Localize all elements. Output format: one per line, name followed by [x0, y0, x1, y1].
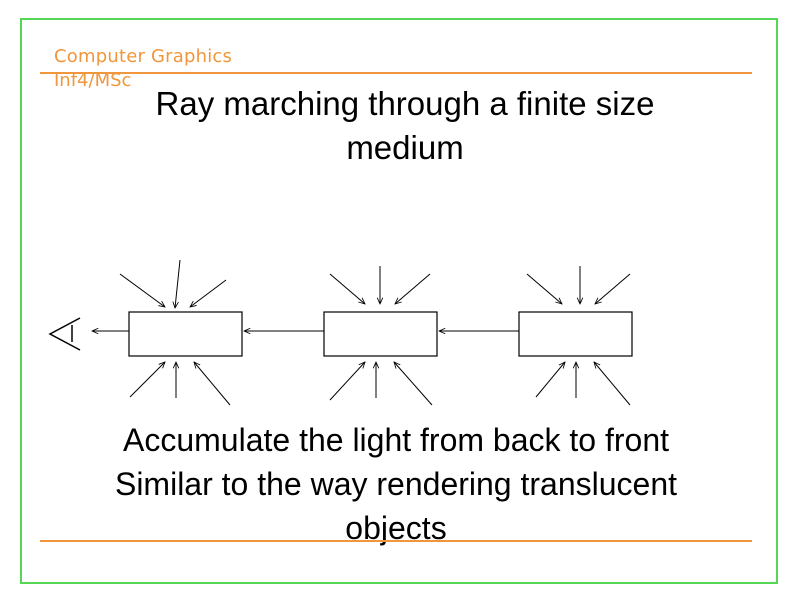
course-title: Computer Graphics: [54, 46, 233, 67]
incoming-light-cell-3: [526, 266, 631, 406]
medium-cell-1: [128, 311, 243, 357]
body-line-3: objects: [345, 510, 447, 546]
eye-icon: [48, 317, 81, 351]
slide-body: Accumulate the light from back to front …: [40, 418, 752, 550]
slide-title-line-2: medium: [346, 129, 464, 166]
medium-cell-2: [323, 311, 438, 357]
course-subtitle: Inf4/MSc: [54, 70, 132, 91]
footer-rule: [40, 540, 752, 542]
medium-cell-3: [518, 311, 633, 357]
incoming-light-cell-2: [329, 266, 433, 406]
incoming-light-cell-1: [119, 259, 231, 406]
header-rule: [40, 72, 752, 74]
slide-title: Ray marching through a finite size mediu…: [60, 82, 750, 170]
body-line-2: Similar to the way rendering translucent: [114, 466, 678, 502]
body-line-1: Accumulate the light from back to front: [122, 422, 670, 458]
slide-frame: [20, 18, 778, 584]
slide-title-line-1: Ray marching through a finite size: [155, 85, 655, 122]
